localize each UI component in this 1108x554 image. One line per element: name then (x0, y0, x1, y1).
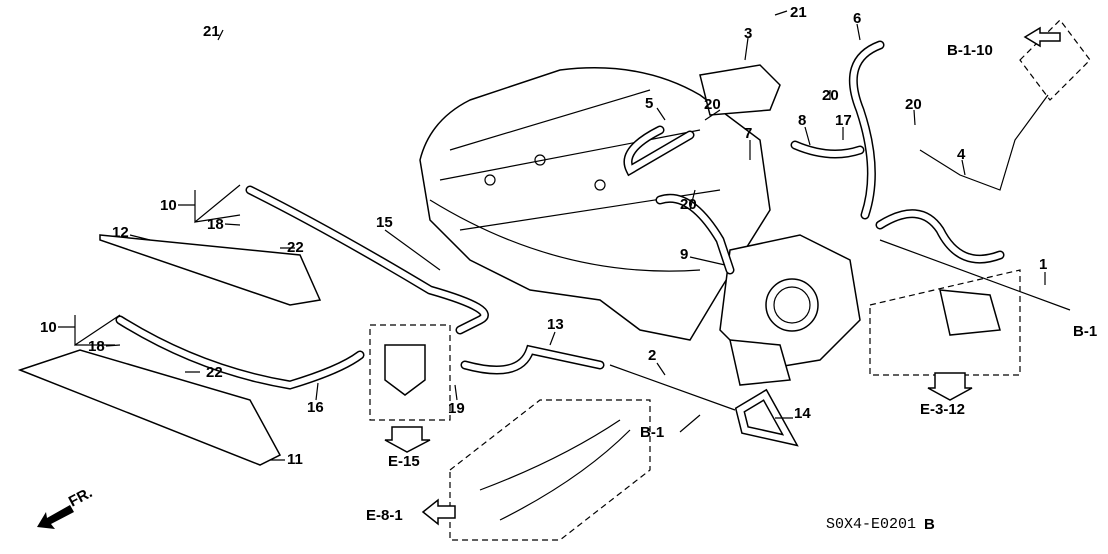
callout-11: 11 (287, 451, 303, 468)
ref-b-1-mid[interactable]: B-1 (640, 424, 664, 441)
callout-17: 17 (835, 112, 852, 129)
callout-1: 1 (1039, 256, 1047, 273)
ref-e-8-1[interactable]: E-8-1 (366, 507, 403, 524)
callout-13: 13 (547, 316, 564, 333)
callout-20: 20 (905, 96, 922, 113)
ref-b-1-10[interactable]: B-1-10 (947, 42, 993, 59)
callout-7: 7 (744, 125, 752, 142)
hoses (115, 40, 1071, 447)
callout-6: 6 (853, 10, 861, 27)
callout-21: 21 (203, 23, 220, 40)
callout-20: 20 (680, 196, 697, 213)
front-arrow-icon (37, 505, 74, 529)
diagram-revision: B (924, 516, 935, 533)
detail-box-e81 (449, 399, 651, 541)
callout-19: 19 (448, 400, 465, 417)
detail-box-b110 (1019, 19, 1091, 101)
callout-21: 21 (790, 4, 807, 21)
solenoid-valve (699, 64, 781, 116)
reference-labels: B-1-10 B-1 B-1 E-3-12 E-15 E-8-1 (366, 42, 1097, 524)
detail-box-e15 (369, 324, 451, 421)
callout-14: 14 (794, 405, 811, 422)
callout-8: 8 (798, 112, 806, 129)
ref-e-15[interactable]: E-15 (388, 453, 420, 470)
callout-10: 10 (40, 319, 57, 336)
detail-box-e312 (869, 269, 1021, 376)
callout-9: 9 (680, 246, 688, 263)
throttle-body (719, 234, 861, 386)
callout-2: 2 (648, 347, 656, 364)
callout-16: 16 (307, 399, 324, 416)
callout-18: 18 (207, 216, 224, 233)
callout-15: 15 (376, 214, 393, 231)
injector-rail-upper (99, 234, 322, 306)
callout-5: 5 (645, 95, 653, 112)
callout-10: 10 (160, 197, 177, 214)
callout-22: 22 (206, 364, 223, 381)
ref-e-3-12[interactable]: E-3-12 (920, 401, 965, 418)
callout-4: 4 (957, 146, 966, 163)
callout-18: 18 (88, 338, 105, 355)
diagram-code: S0X4-E0201 (826, 516, 916, 533)
callout-20: 20 (704, 96, 721, 113)
ref-b-1-right[interactable]: B-1 (1073, 323, 1097, 340)
callout-12: 12 (112, 224, 129, 241)
injector-rail-lower (17, 349, 282, 466)
callout-20: 20 (822, 87, 839, 104)
callout-3: 3 (744, 25, 752, 42)
callout-22: 22 (287, 239, 304, 256)
callout-labels: 21 21 3 6 20 20 20 20 5 7 8 17 4 9 15 10… (40, 4, 1047, 468)
